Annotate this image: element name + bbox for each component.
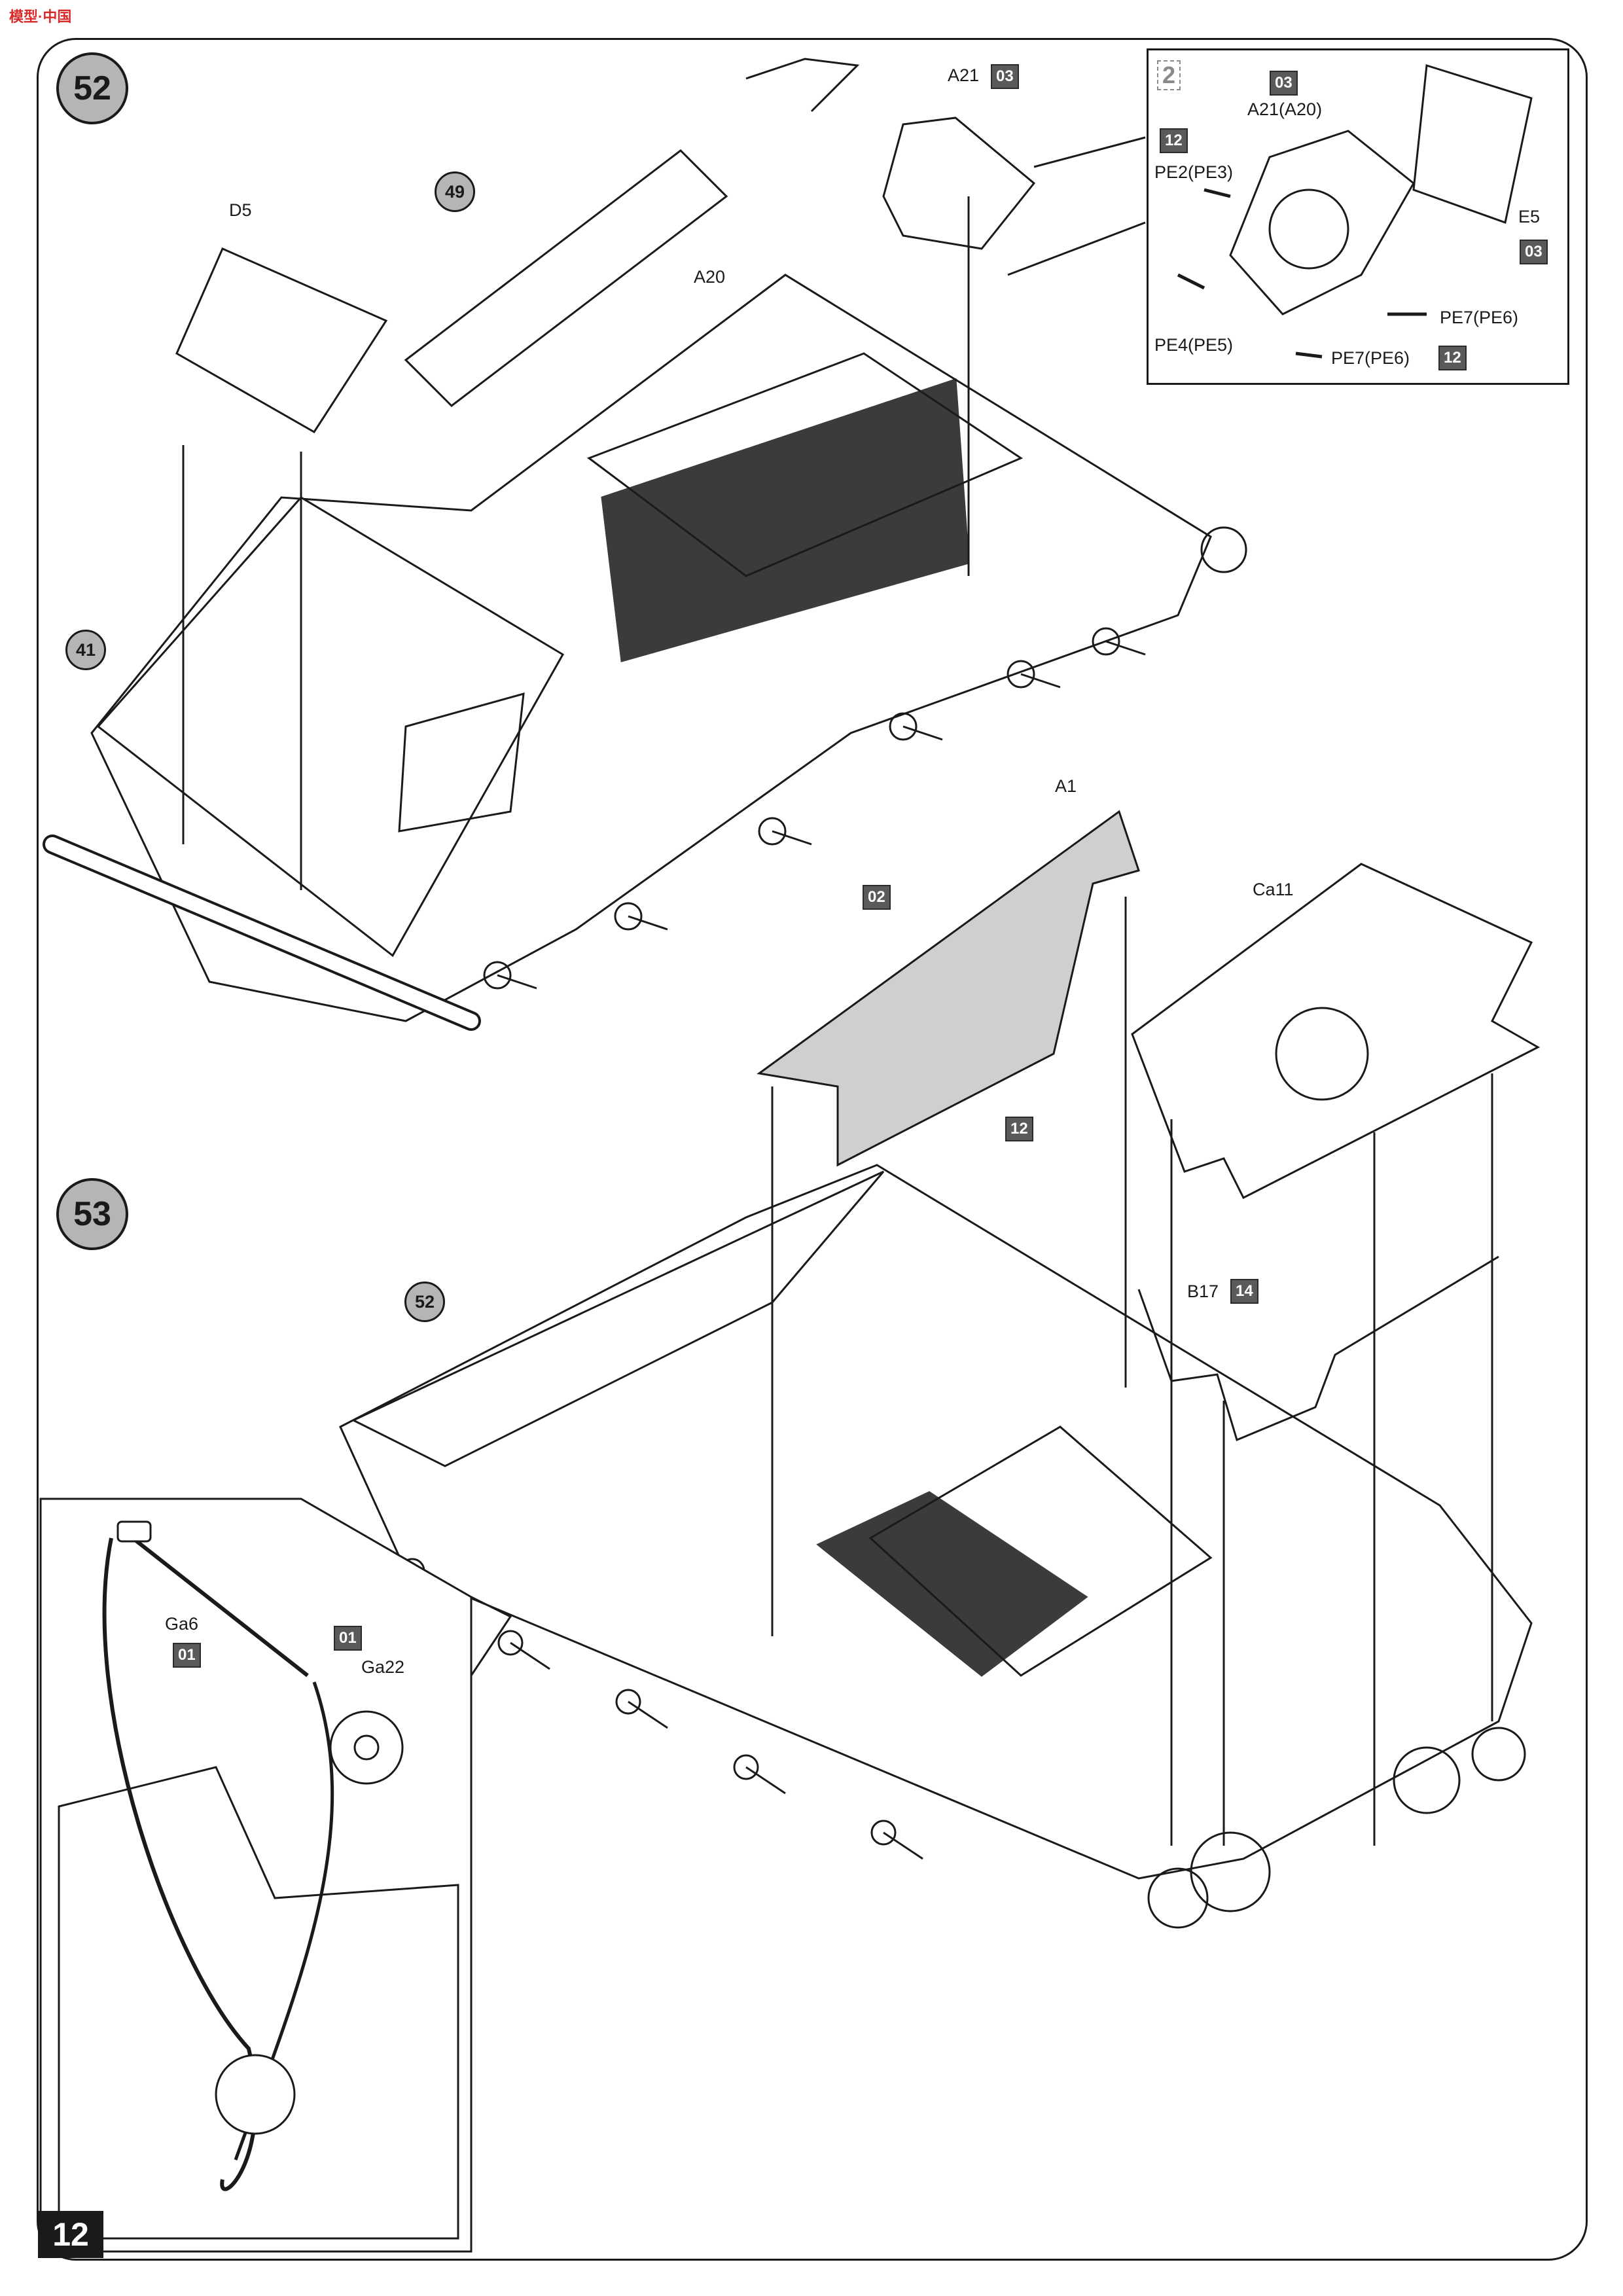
leader-inset-2 bbox=[1007, 221, 1146, 276]
code-b17: 14 bbox=[1230, 1279, 1258, 1304]
code-ga22: 01 bbox=[334, 1626, 362, 1651]
leader-inset-1 bbox=[1033, 136, 1146, 168]
ga6-end bbox=[116, 1520, 152, 1543]
label-ga22: Ga22 bbox=[361, 1657, 405, 1677]
label-a21-inset: A21(A20) bbox=[1247, 99, 1323, 119]
code-a1-bot: 12 bbox=[1005, 1117, 1033, 1141]
hatch-52 bbox=[398, 692, 525, 833]
part-ga6 bbox=[123, 1530, 309, 1677]
hull-52-outline bbox=[90, 274, 1212, 1022]
recoil-cylinder-49 bbox=[404, 149, 728, 407]
handle-52 bbox=[745, 58, 860, 113]
part-d5 bbox=[175, 247, 388, 434]
inset-pe-tag: 2 bbox=[1157, 60, 1181, 90]
code-a21: 03 bbox=[991, 64, 1019, 89]
inset-detail-frame bbox=[39, 1498, 473, 2253]
label-pe2: PE2(PE3) bbox=[1154, 162, 1234, 182]
step-53-badge: 53 bbox=[56, 1178, 128, 1250]
label-a1: A1 bbox=[1055, 776, 1077, 796]
front-plate-52 bbox=[96, 496, 565, 958]
hull-53-outline bbox=[339, 1164, 1533, 1880]
page-frame bbox=[37, 38, 1588, 2261]
inset-carburetor bbox=[215, 2054, 296, 2135]
substep-49-badge: 49 bbox=[435, 171, 475, 212]
label-a21: A21 bbox=[948, 65, 980, 85]
cable-ga6 bbox=[102, 1537, 258, 2191]
label-b17: B17 bbox=[1187, 1282, 1219, 1301]
radiator-53 bbox=[816, 1491, 1088, 1677]
step-52-badge: 52 bbox=[56, 52, 128, 124]
label-ga6: Ga6 bbox=[165, 1614, 199, 1634]
substep-52-badge: 52 bbox=[404, 1282, 445, 1322]
label-e5: E5 bbox=[1518, 207, 1541, 226]
code-inset-e5: 03 bbox=[1520, 240, 1548, 264]
part-ca11 bbox=[1131, 863, 1541, 1200]
label-pe7-a: PE7(PE6) bbox=[1440, 308, 1519, 327]
code-inset-pe7: 12 bbox=[1438, 346, 1467, 370]
part-a1 bbox=[757, 810, 1140, 1167]
label-pe4: PE4(PE5) bbox=[1154, 335, 1234, 355]
page-number: 12 bbox=[38, 2211, 103, 2258]
code-ga6: 01 bbox=[173, 1643, 201, 1668]
ca11-hatch bbox=[1275, 1007, 1369, 1101]
part-a21 bbox=[882, 117, 1036, 250]
suspension-52 bbox=[483, 526, 1247, 990]
label-pe7-b: PE7(PE6) bbox=[1331, 348, 1410, 368]
brand-logo: 模型·中国 bbox=[9, 9, 72, 25]
substep-41-badge: 41 bbox=[65, 630, 106, 670]
code-inset-pe2: 12 bbox=[1160, 128, 1188, 153]
label-a20: A20 bbox=[694, 267, 726, 287]
label-ca11: Ca11 bbox=[1253, 880, 1294, 899]
inset-callout bbox=[470, 1596, 512, 1676]
code-a1-top: 02 bbox=[863, 885, 891, 910]
label-d5: D5 bbox=[229, 200, 252, 220]
roller-52-core bbox=[45, 837, 478, 1028]
code-inset-a21: 03 bbox=[1270, 71, 1298, 96]
